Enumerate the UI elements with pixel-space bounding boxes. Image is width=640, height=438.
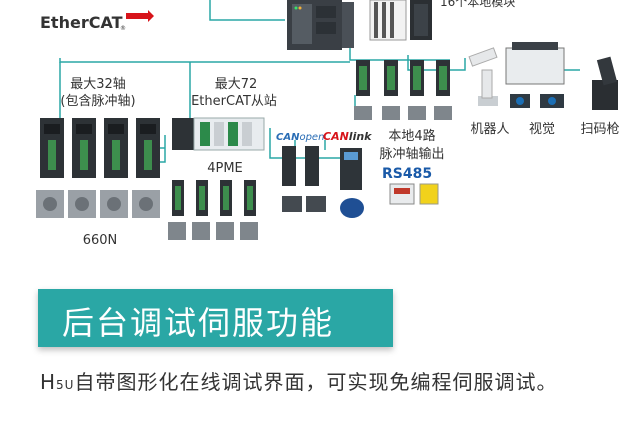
section-title: 后台调试伺服功能 — [62, 304, 335, 342]
local-pulse-drives — [354, 60, 452, 120]
label-max-axes-sub: (包含脉冲轴) — [60, 93, 135, 109]
barcode-scanner-icon — [592, 56, 618, 110]
local-io-modules — [369, 0, 432, 41]
section-description: H5U自带图形化在线调试界面，可实现免编程伺服调试。 — [40, 366, 610, 402]
section-title-banner: 后台调试伺服功能 — [38, 289, 393, 347]
label-vision: 视觉 — [529, 122, 555, 137]
product-name: H5U — [40, 370, 75, 394]
can-drives — [282, 146, 364, 218]
canopen-logo: CANopen — [276, 132, 324, 143]
svg-text:®: ® — [120, 25, 126, 32]
rs485-devices — [389, 183, 439, 205]
ethercat-logo: EtherCAT ® — [40, 10, 154, 32]
canlink-logo: CANlink — [323, 130, 372, 143]
description-text: 自带图形化在线调试界面，可实现免编程伺服调试。 — [74, 370, 558, 394]
svg-text:EtherCAT: EtherCAT — [40, 13, 123, 32]
svg-text:CANlink: CANlink — [323, 130, 372, 143]
label-4pme: 4PME — [207, 161, 243, 176]
label-local-modules: 16个本地模块 — [440, 0, 515, 9]
pme-drives — [168, 180, 258, 240]
label-local-pulse-sub: 脉冲轴输出 — [379, 146, 444, 162]
label-max-slaves-sub: EtherCAT从站 — [191, 94, 277, 109]
servo-drives-660n — [40, 118, 160, 178]
rs485-logo: RS485 — [382, 166, 432, 182]
svg-text:CANopen: CANopen — [276, 132, 324, 143]
system-topology-diagram: EtherCAT ® 16个本地模块 — [36, 0, 620, 248]
ethercat-slave-modules — [172, 117, 265, 151]
label-max-axes: 最大32轴 — [70, 77, 126, 92]
label-local-pulse: 本地4路 — [388, 128, 435, 144]
plc-controller — [287, 0, 354, 50]
label-max-slaves: 最大72 — [215, 77, 258, 92]
vision-system-icon — [505, 42, 565, 108]
robot-arm-icon — [468, 47, 498, 106]
label-scanner: 扫码枪 — [580, 121, 619, 137]
svg-text:RS485: RS485 — [382, 166, 432, 182]
label-robot: 机器人 — [470, 122, 509, 137]
label-660n: 660N — [83, 233, 118, 248]
servo-motors-660n — [36, 190, 160, 218]
